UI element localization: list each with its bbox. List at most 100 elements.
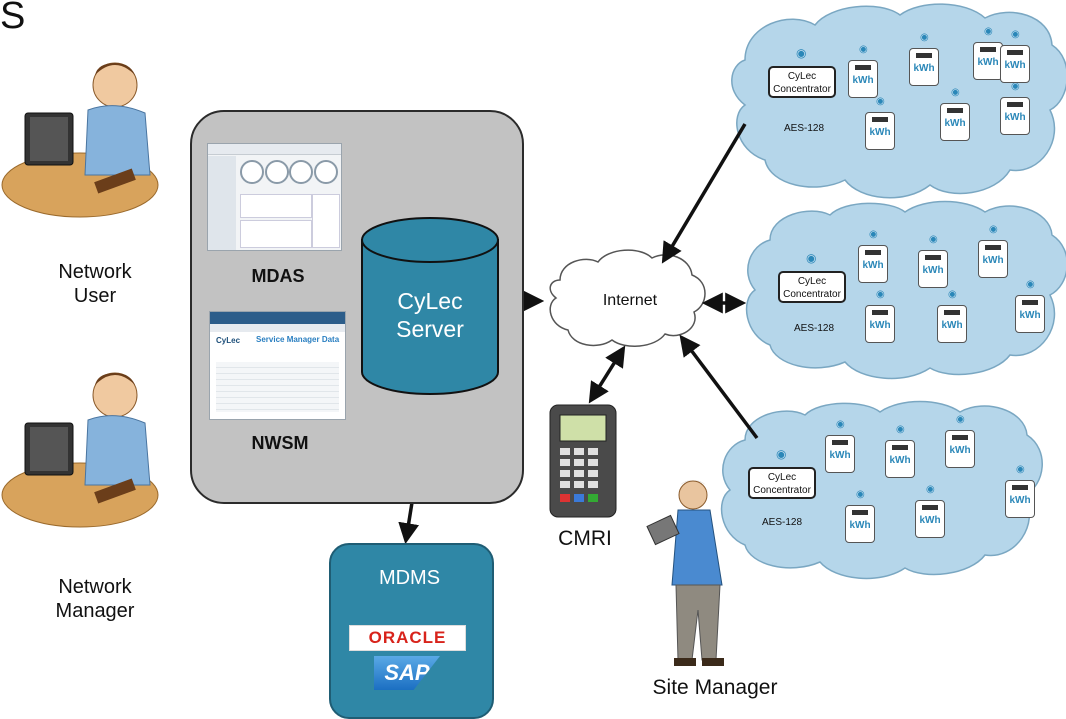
wifi-icon: ◉	[948, 289, 957, 300]
wifi-icon: ◉	[856, 489, 865, 500]
smart-meter: kWh	[978, 240, 1008, 278]
smart-meter: kWh	[1015, 295, 1045, 333]
meter-kwh-label: kWh	[919, 515, 941, 526]
meter-kwh-label: kWh	[941, 320, 963, 331]
cmri-label: CMRI	[558, 527, 612, 550]
aes-label: AES-128	[794, 323, 835, 334]
meter-display	[925, 255, 941, 260]
network-user-line2: User	[73, 285, 117, 307]
meter-display	[985, 245, 1001, 250]
aes-label: AES-128	[784, 123, 825, 134]
concentrator-label-line: CyLec	[797, 276, 827, 287]
meter-kwh-label: kWh	[944, 118, 966, 129]
smart-meter: kWh	[973, 42, 1003, 80]
network-manager-icon	[1, 372, 159, 528]
internet-label: Internet	[602, 292, 658, 309]
smart-meter: kWh	[858, 245, 888, 283]
network-user-label: Network User	[40, 260, 150, 308]
wifi-icon: ◉	[989, 224, 998, 235]
meter-display	[1007, 50, 1023, 55]
wifi-icon: ◉	[984, 26, 993, 37]
meter-kwh-label: kWh	[1019, 310, 1041, 321]
meter-display	[852, 510, 868, 515]
arrow-cloud1-internet	[661, 123, 747, 264]
smart-meter: kWh	[915, 500, 945, 538]
wifi-icon: ◉	[836, 419, 845, 430]
smart-meter: kWh	[885, 440, 915, 478]
wifi-icon: ◉	[951, 87, 960, 98]
meter-display	[1012, 485, 1028, 490]
meter-display	[947, 108, 963, 113]
wifi-icon: ◉	[806, 251, 817, 265]
network-user-line1: Network	[58, 261, 132, 283]
nwsm-screen-title: Service Manager Data	[256, 335, 340, 344]
mdas-screenshot	[207, 143, 342, 251]
cylec-server-label-line2: Server	[396, 315, 464, 342]
meter-kwh-label: kWh	[889, 455, 911, 466]
concentrator-label-line: Concentrator	[753, 485, 811, 496]
meter-display	[952, 435, 968, 440]
wifi-icon: ◉	[1011, 81, 1020, 92]
network-manager-line1: Network	[58, 576, 132, 598]
wifi-icon: ◉	[956, 414, 965, 425]
wifi-icon: ◉	[920, 32, 929, 43]
concentrator-label-line: CyLec	[787, 71, 817, 82]
nwsm-logo: CyLec	[216, 336, 241, 345]
smart-meter: kWh	[945, 430, 975, 468]
meter-kwh-label: kWh	[869, 320, 891, 331]
cylec-server-label-line1: CyLec	[397, 288, 463, 314]
concentrator-label-line: Concentrator	[773, 84, 831, 95]
meter-display	[865, 250, 881, 255]
wifi-icon: ◉	[776, 447, 787, 461]
wifi-icon: ◉	[859, 44, 868, 55]
wifi-icon: ◉	[1011, 29, 1020, 40]
meter-display	[980, 47, 996, 52]
smart-meter: kWh	[825, 435, 855, 473]
concentrator-label-line: CyLec	[767, 472, 797, 483]
wifi-icon: ◉	[1016, 464, 1025, 475]
meter-display	[872, 310, 888, 315]
smart-meter: kWh	[1000, 45, 1030, 83]
meter-kwh-label: kWh	[852, 75, 874, 86]
network-manager-label: Network Manager	[30, 575, 160, 623]
meter-kwh-label: kWh	[1004, 60, 1026, 71]
wifi-icon: ◉	[876, 289, 885, 300]
wifi-icon: ◉	[796, 46, 807, 60]
cylec-server-label: CyLec Server	[362, 288, 498, 343]
meter-kwh-label: kWh	[949, 445, 971, 456]
meter-display	[1022, 300, 1038, 305]
meter-kwh-label: kWh	[869, 127, 891, 138]
meter-kwh-label: kWh	[982, 255, 1004, 266]
oracle-logo: ORACLE	[349, 625, 466, 651]
mdas-label: MDAS	[251, 266, 305, 286]
meter-display	[832, 440, 848, 445]
smart-meter: kWh	[845, 505, 875, 543]
smart-meter: kWh	[865, 112, 895, 150]
meter-display	[855, 65, 871, 70]
meter-kwh-label: kWh	[1009, 495, 1031, 506]
corner-heading: S	[0, 0, 26, 37]
arrow-internet-cmri	[588, 345, 626, 404]
site-manager-icon	[646, 480, 724, 666]
internet-cloud	[549, 249, 706, 347]
meter-kwh-label: kWh	[1004, 112, 1026, 123]
smart-meter: kWh	[848, 60, 878, 98]
meter-kwh-label: kWh	[862, 260, 884, 271]
network-user-icon	[1, 62, 159, 218]
wifi-icon: ◉	[929, 234, 938, 245]
network-manager-line2: Manager	[55, 600, 135, 622]
wifi-icon: ◉	[896, 424, 905, 435]
meter-kwh-label: kWh	[829, 450, 851, 461]
smart-meter: kWh	[909, 48, 939, 86]
wifi-icon: ◉	[926, 484, 935, 495]
meter-kwh-label: kWh	[913, 63, 935, 74]
wifi-icon: ◉	[1026, 279, 1035, 290]
meter-display	[872, 117, 888, 122]
nwsm-screenshot: CyLec Service Manager Data	[209, 311, 346, 420]
